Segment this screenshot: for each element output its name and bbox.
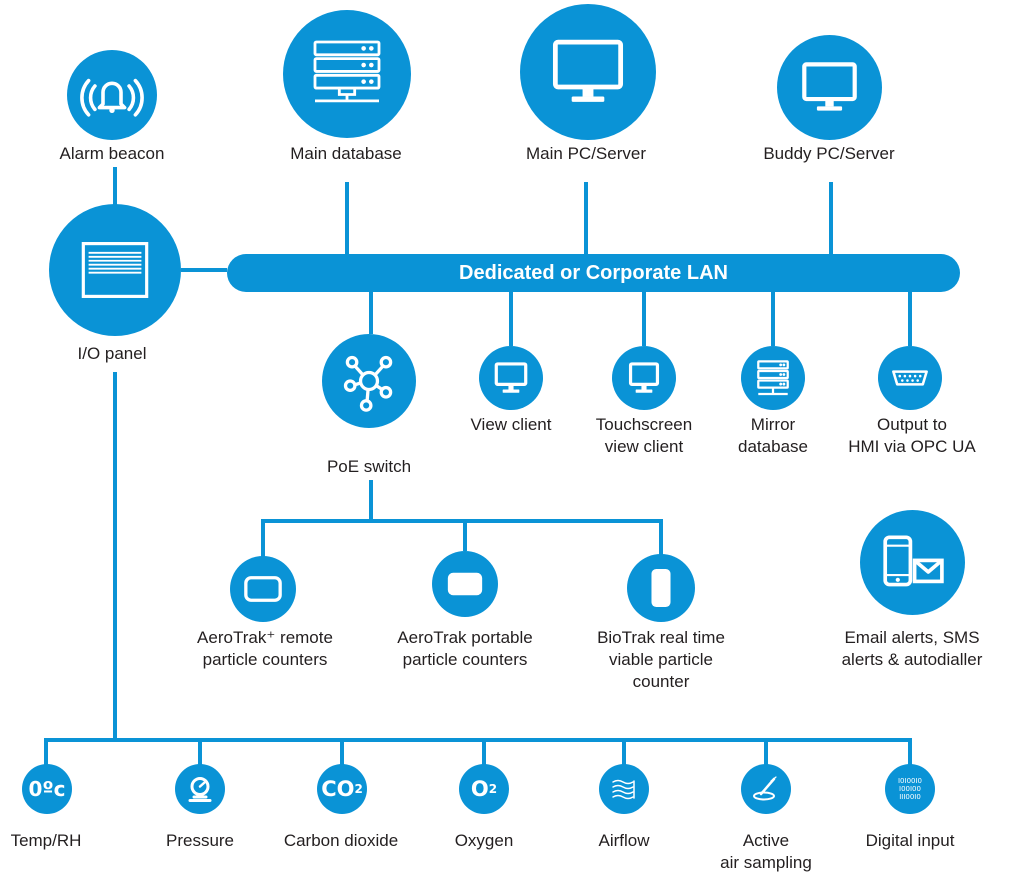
- pressure-label: Pressure: [165, 831, 235, 850]
- main-pc-label: Main PC/Server: [526, 144, 646, 163]
- main-pc-node: [520, 4, 656, 140]
- monitor-icon: [552, 39, 624, 102]
- aerotrak-portable-label-line2: particle counters: [402, 650, 528, 669]
- airflow-node: [599, 764, 649, 814]
- oxygen-label: Oxygen: [454, 831, 514, 850]
- mirror-db-label-line2: database: [738, 437, 808, 456]
- touchscreen-node: [612, 346, 676, 410]
- aerotrak-remote-label-line1: AeroTrak⁺ remote: [197, 628, 333, 647]
- biotrak-label-line1: BioTrak real time: [597, 628, 725, 647]
- opc-output-label-line1: Output to: [877, 415, 947, 434]
- view-client-node: [479, 346, 543, 410]
- oxygen-glyph-main: O: [470, 777, 489, 801]
- biotrak-label-line2: viable particle: [609, 650, 713, 669]
- biotrak-label-line3: counter: [632, 672, 690, 691]
- digital-input-label: Digital input: [865, 831, 955, 850]
- alarm-bell-icon: [80, 78, 144, 117]
- temp-rh-label: Temp/RH: [10, 831, 82, 850]
- biotrak-label: BioTrak real time viable particle counte…: [597, 627, 725, 693]
- alerts-node: [860, 510, 965, 615]
- petri-dish-icon: [753, 776, 777, 801]
- gauge-icon: [188, 777, 212, 802]
- oxygen-glyph-sub: 2: [488, 782, 498, 796]
- aerotrak-portable-node: [432, 551, 498, 617]
- airflow-label: Airflow: [598, 831, 650, 850]
- opc-output-node: [878, 346, 942, 410]
- digital-row-3: III00I0: [899, 793, 921, 801]
- view-client-label: View client: [470, 415, 552, 434]
- active-air-label-line1: Active: [742, 831, 790, 850]
- monitor-icon: [628, 362, 660, 393]
- biotrak-node: [627, 554, 695, 622]
- server-rack-icon: [313, 40, 381, 103]
- aerotrak-remote-label: AeroTrak⁺ remote particle counters: [197, 627, 333, 671]
- monitor-icon: [802, 62, 857, 111]
- active-air-node: [741, 764, 791, 814]
- active-air-label-line2: air sampling: [720, 853, 812, 872]
- touchscreen-label: Touchscreen view client: [596, 414, 692, 458]
- main-database-node: [283, 10, 411, 138]
- alarm-beacon-node: [67, 50, 157, 140]
- poe-switch-label: PoE switch: [326, 457, 412, 476]
- co2-glyph-main: CO: [321, 777, 355, 801]
- aerotrak-remote-label-line2: particle counters: [202, 650, 328, 669]
- aerotrak-remote-node: [230, 556, 296, 622]
- main-database-label: Main database: [290, 144, 402, 163]
- serial-connector-icon: [892, 370, 928, 386]
- aerotrak-portable-label: AeroTrak portable particle counters: [397, 627, 532, 671]
- phone-mail-icon: [883, 535, 944, 587]
- co2-glyph-sub: 2: [354, 782, 363, 796]
- mirror-db-label-line1: Mirror: [750, 415, 796, 434]
- digital-row-2: I00I00: [899, 785, 921, 793]
- alarm-beacon-label: Alarm beacon: [59, 144, 165, 163]
- co2-label: Carbon dioxide: [283, 831, 399, 850]
- rounded-rect-icon: [447, 572, 483, 596]
- pressure-node: [175, 764, 225, 814]
- alerts-label: Email alerts, SMS alerts & autodialler: [842, 627, 983, 671]
- buddy-pc-node: [777, 35, 882, 140]
- server-rack-icon: [757, 360, 789, 396]
- buddy-pc-label: Buddy PC/Server: [763, 144, 895, 163]
- network-hub-icon: [343, 355, 393, 412]
- poe-switch-node: [322, 334, 416, 428]
- aerotrak-portable-label-line1: AeroTrak portable: [397, 628, 533, 647]
- active-air-label: Active air sampling: [720, 830, 812, 874]
- digital-input-node: I0I00I0 I00I00 III00I0: [885, 764, 935, 814]
- io-panel-node: [49, 204, 181, 336]
- alerts-label-line2: alerts & autodialler: [841, 650, 983, 669]
- digital-row-1: I0I00I0: [897, 777, 922, 785]
- mirror-db-label: Mirror database: [738, 414, 808, 458]
- temp-rh-node: 0ºc: [22, 764, 72, 814]
- rounded-rect-icon: [244, 576, 282, 602]
- touchscreen-label-line1: Touchscreen: [595, 415, 693, 434]
- lan-bar: Dedicated or Corporate LAN: [227, 254, 960, 292]
- temp-rh-glyph: 0ºc: [28, 777, 66, 801]
- monitor-icon: [494, 362, 528, 393]
- airflow-icon: [612, 779, 635, 800]
- opc-output-label: Output to HMI via OPC UA: [848, 414, 976, 458]
- io-panel-label: I/O panel: [77, 344, 147, 363]
- opc-output-label-line2: HMI via OPC UA: [848, 437, 976, 456]
- tall-rect-icon: [651, 568, 671, 608]
- touchscreen-label-line2: view client: [604, 437, 684, 456]
- alerts-label-line1: Email alerts, SMS: [844, 628, 980, 647]
- panel-icon: [81, 242, 149, 298]
- binary-digits-icon: I0I00I0 I00I00 III00I0: [885, 764, 935, 814]
- mirror-db-node: [741, 346, 805, 410]
